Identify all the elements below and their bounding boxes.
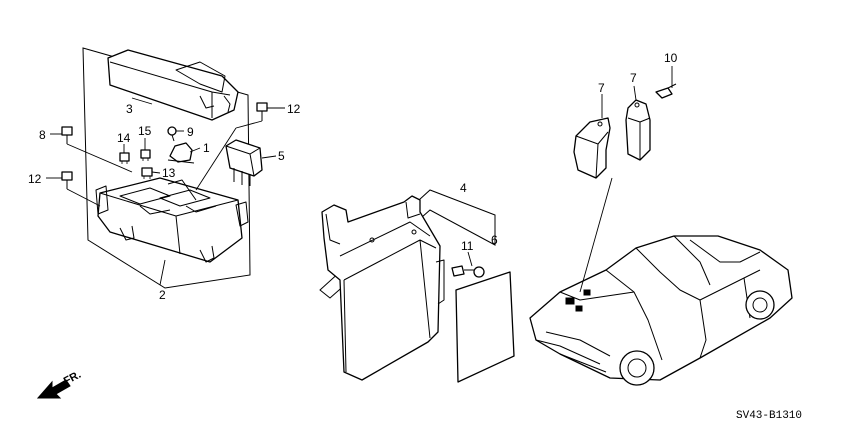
bolt-12-left[interactable]: [61, 171, 73, 189]
callout-13: 13: [162, 166, 176, 180]
callout-4: 4: [460, 181, 467, 195]
front-direction-label: FR.: [62, 369, 83, 388]
diagram-code: SV43-B1310: [736, 410, 802, 422]
screw-9[interactable]: [167, 126, 177, 142]
control-unit-group-frame: [319, 189, 496, 299]
front-direction-arrow-icon: FR.: [36, 369, 83, 399]
callout-14: 14: [117, 131, 131, 145]
callout-15: 15: [138, 124, 152, 138]
fuse-box-base[interactable]: [95, 177, 249, 263]
callout-labels: 3 1 2 4 5 6 7 7 8 9 10 11 12 12 13 14 15: [28, 51, 678, 302]
screw-11[interactable]: [451, 265, 485, 278]
callout-6: 6: [491, 233, 498, 247]
callout-1: 1: [203, 141, 210, 155]
screw-10[interactable]: [655, 83, 677, 99]
relay-5[interactable]: [225, 139, 263, 186]
car-illustration: [529, 235, 793, 386]
callout-12-right: 12: [287, 102, 301, 116]
fuse-13[interactable]: [141, 167, 153, 179]
leader-lines: [46, 66, 673, 293]
bolt-8[interactable]: [61, 126, 73, 144]
callout-3: 3: [126, 102, 133, 116]
sensor-7-left[interactable]: [573, 117, 611, 179]
fuse-box-cover[interactable]: [107, 49, 239, 121]
callout-2: 2: [159, 288, 166, 302]
control-unit[interactable]: [321, 195, 445, 381]
callout-5: 5: [278, 149, 285, 163]
callout-8: 8: [39, 128, 46, 142]
fuse-14[interactable]: [119, 152, 130, 164]
callout-11: 11: [461, 239, 474, 253]
callout-9: 9: [187, 125, 194, 139]
callout-12-left: 12: [28, 172, 42, 186]
callout-7-right: 7: [630, 71, 637, 85]
small-relay-1[interactable]: [167, 142, 195, 164]
sensor-7-right[interactable]: [625, 99, 651, 161]
callout-7-left: 7: [598, 81, 605, 95]
bolt-12-right[interactable]: [256, 102, 268, 121]
cover-sheet-6[interactable]: [455, 271, 515, 383]
fuse-15[interactable]: [140, 149, 151, 161]
callout-10: 10: [664, 51, 678, 65]
